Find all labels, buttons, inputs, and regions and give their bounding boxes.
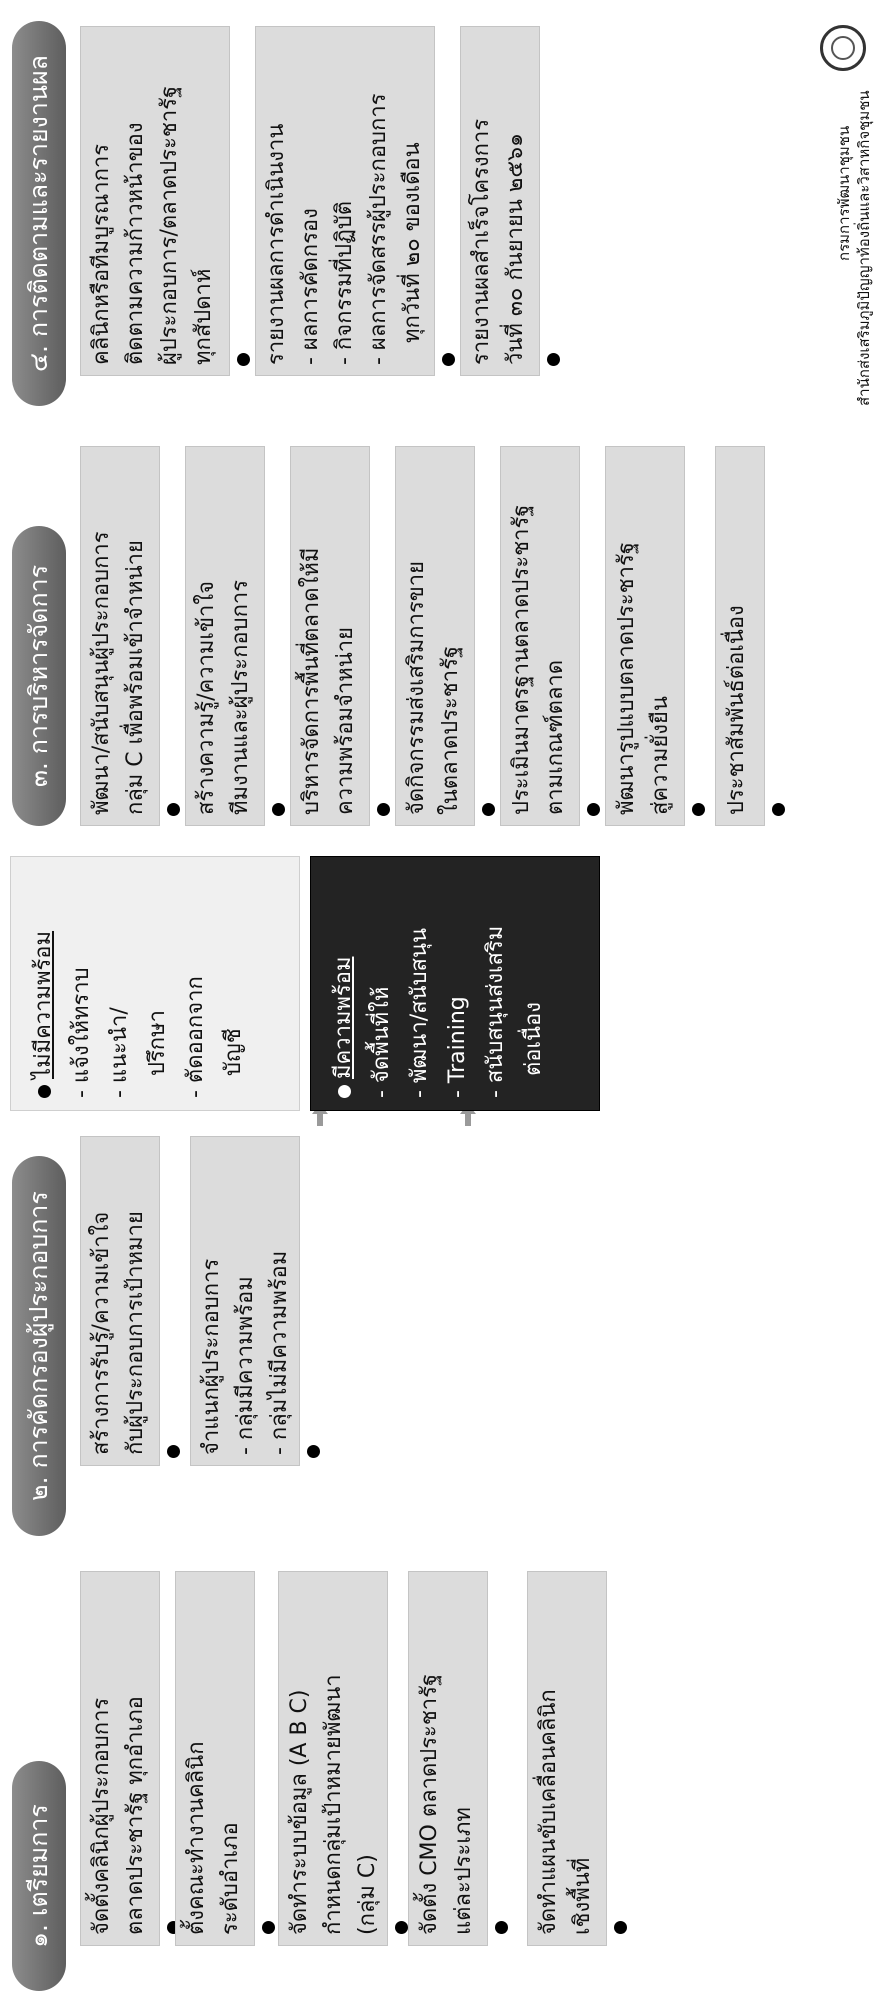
bullet-dot bbox=[482, 803, 495, 816]
bullet-dot bbox=[307, 1445, 320, 1458]
bullet-dot bbox=[547, 353, 560, 366]
bullet-dot bbox=[495, 1921, 508, 1934]
column-3-header: ๓. การบริหารจัดการ bbox=[12, 526, 66, 826]
col1-item-2: ตั้งคณะทำงานคลินิกระดับอำเภอ bbox=[175, 1571, 255, 1946]
bullet-dot bbox=[167, 803, 180, 816]
department-seal-icon bbox=[820, 25, 866, 71]
bullet-dot bbox=[272, 803, 285, 816]
bullet-dot bbox=[587, 803, 600, 816]
col3-item-1: พัฒนา/สนับสนุนผู้ประกอบการกลุ่ม C เพื่อพ… bbox=[80, 446, 160, 826]
col3-item-3: บริหารจัดการพื้นที่ตลาดให้มีความพร้อมจำห… bbox=[290, 446, 370, 826]
column-1-header: ๑. เตรียมการ bbox=[12, 1761, 66, 1991]
not-ready-group-box: ไม่มีความพร้อม - แจ้งให้ทราบ - แนะนำ/ ปร… bbox=[10, 856, 300, 1111]
column-4-header: ๔. การติดตามและรายงานผล bbox=[12, 21, 66, 406]
bullet-dot bbox=[772, 803, 785, 816]
bullet-dot bbox=[167, 1445, 180, 1458]
bullet-dot bbox=[442, 353, 455, 366]
ready-group-box: มีความพร้อม - จัดพื้นที่ให้ - พัฒนา/สนับ… bbox=[310, 856, 600, 1111]
column-2-header: ๒. การคัดกรองผู้ประกอบการ bbox=[12, 1156, 66, 1536]
bullet-dot bbox=[395, 1921, 408, 1934]
col4-item-3: รายงานผลสำเร็จโครงการวันที่ ๓๐ กันยายน ๒… bbox=[460, 26, 540, 376]
col3-item-4: จัดกิจกรรมส่งเสริมการขายในตลาดประชารัฐ bbox=[395, 446, 475, 826]
col1-item-5: จัดทำแผนขับเคลื่อนคลินิกเชิงพื้นที่ bbox=[527, 1571, 607, 1946]
col4-item-1: คลินิกหรือทีมบูรณาการติดตามความก้าวหน้าข… bbox=[80, 26, 230, 376]
footer-department: กรมการพัฒนาชุมชน bbox=[835, 125, 853, 261]
col2-item-1: สร้างการรับรู้/ความเข้าใจกับผู้ประกอบการ… bbox=[80, 1136, 160, 1466]
col1-item-1: จัดตั้งคลินิกผู้ประกอบการตลาดประชารัฐ ทุ… bbox=[80, 1571, 160, 1946]
bullet-dot bbox=[237, 353, 250, 366]
col3-item-5: ประเมินมาตรฐานตลาดประชารัฐตามเกณฑ์ตลาด bbox=[500, 446, 580, 826]
col1-item-3: จัดทำระบบข้อมูล (A B C)กำหนดกลุ่มเป้าหมา… bbox=[278, 1571, 388, 1946]
col3-item-6: พัฒนารูปแบบตลาดประชารัฐสู่ความยั่งยืน bbox=[605, 446, 685, 826]
bullet-dot bbox=[337, 1085, 351, 1098]
bullet-dot bbox=[37, 1085, 51, 1098]
col1-item-4: จัดตั้ง CMO ตลาดประชารัฐแต่ละประเภท bbox=[408, 1571, 488, 1946]
bullet-dot bbox=[692, 803, 705, 816]
bullet-dot bbox=[614, 1921, 627, 1934]
col3-item-7: ประชาสัมพันธ์ต่อเนื่อง bbox=[715, 446, 765, 826]
col2-item-2: จำแนกผู้ประกอบการ- กลุ่มมีความพร้อม- กลุ… bbox=[190, 1136, 300, 1466]
bullet-dot bbox=[377, 803, 390, 816]
col3-item-2: สร้างความรู้/ความเข้าใจทีมงานและผู้ประกอ… bbox=[185, 446, 265, 826]
col4-item-2: รายงานผลการดำเนินงาน- ผลการคัดกรอง- กิจก… bbox=[255, 26, 435, 376]
bullet-dot bbox=[262, 1921, 275, 1934]
